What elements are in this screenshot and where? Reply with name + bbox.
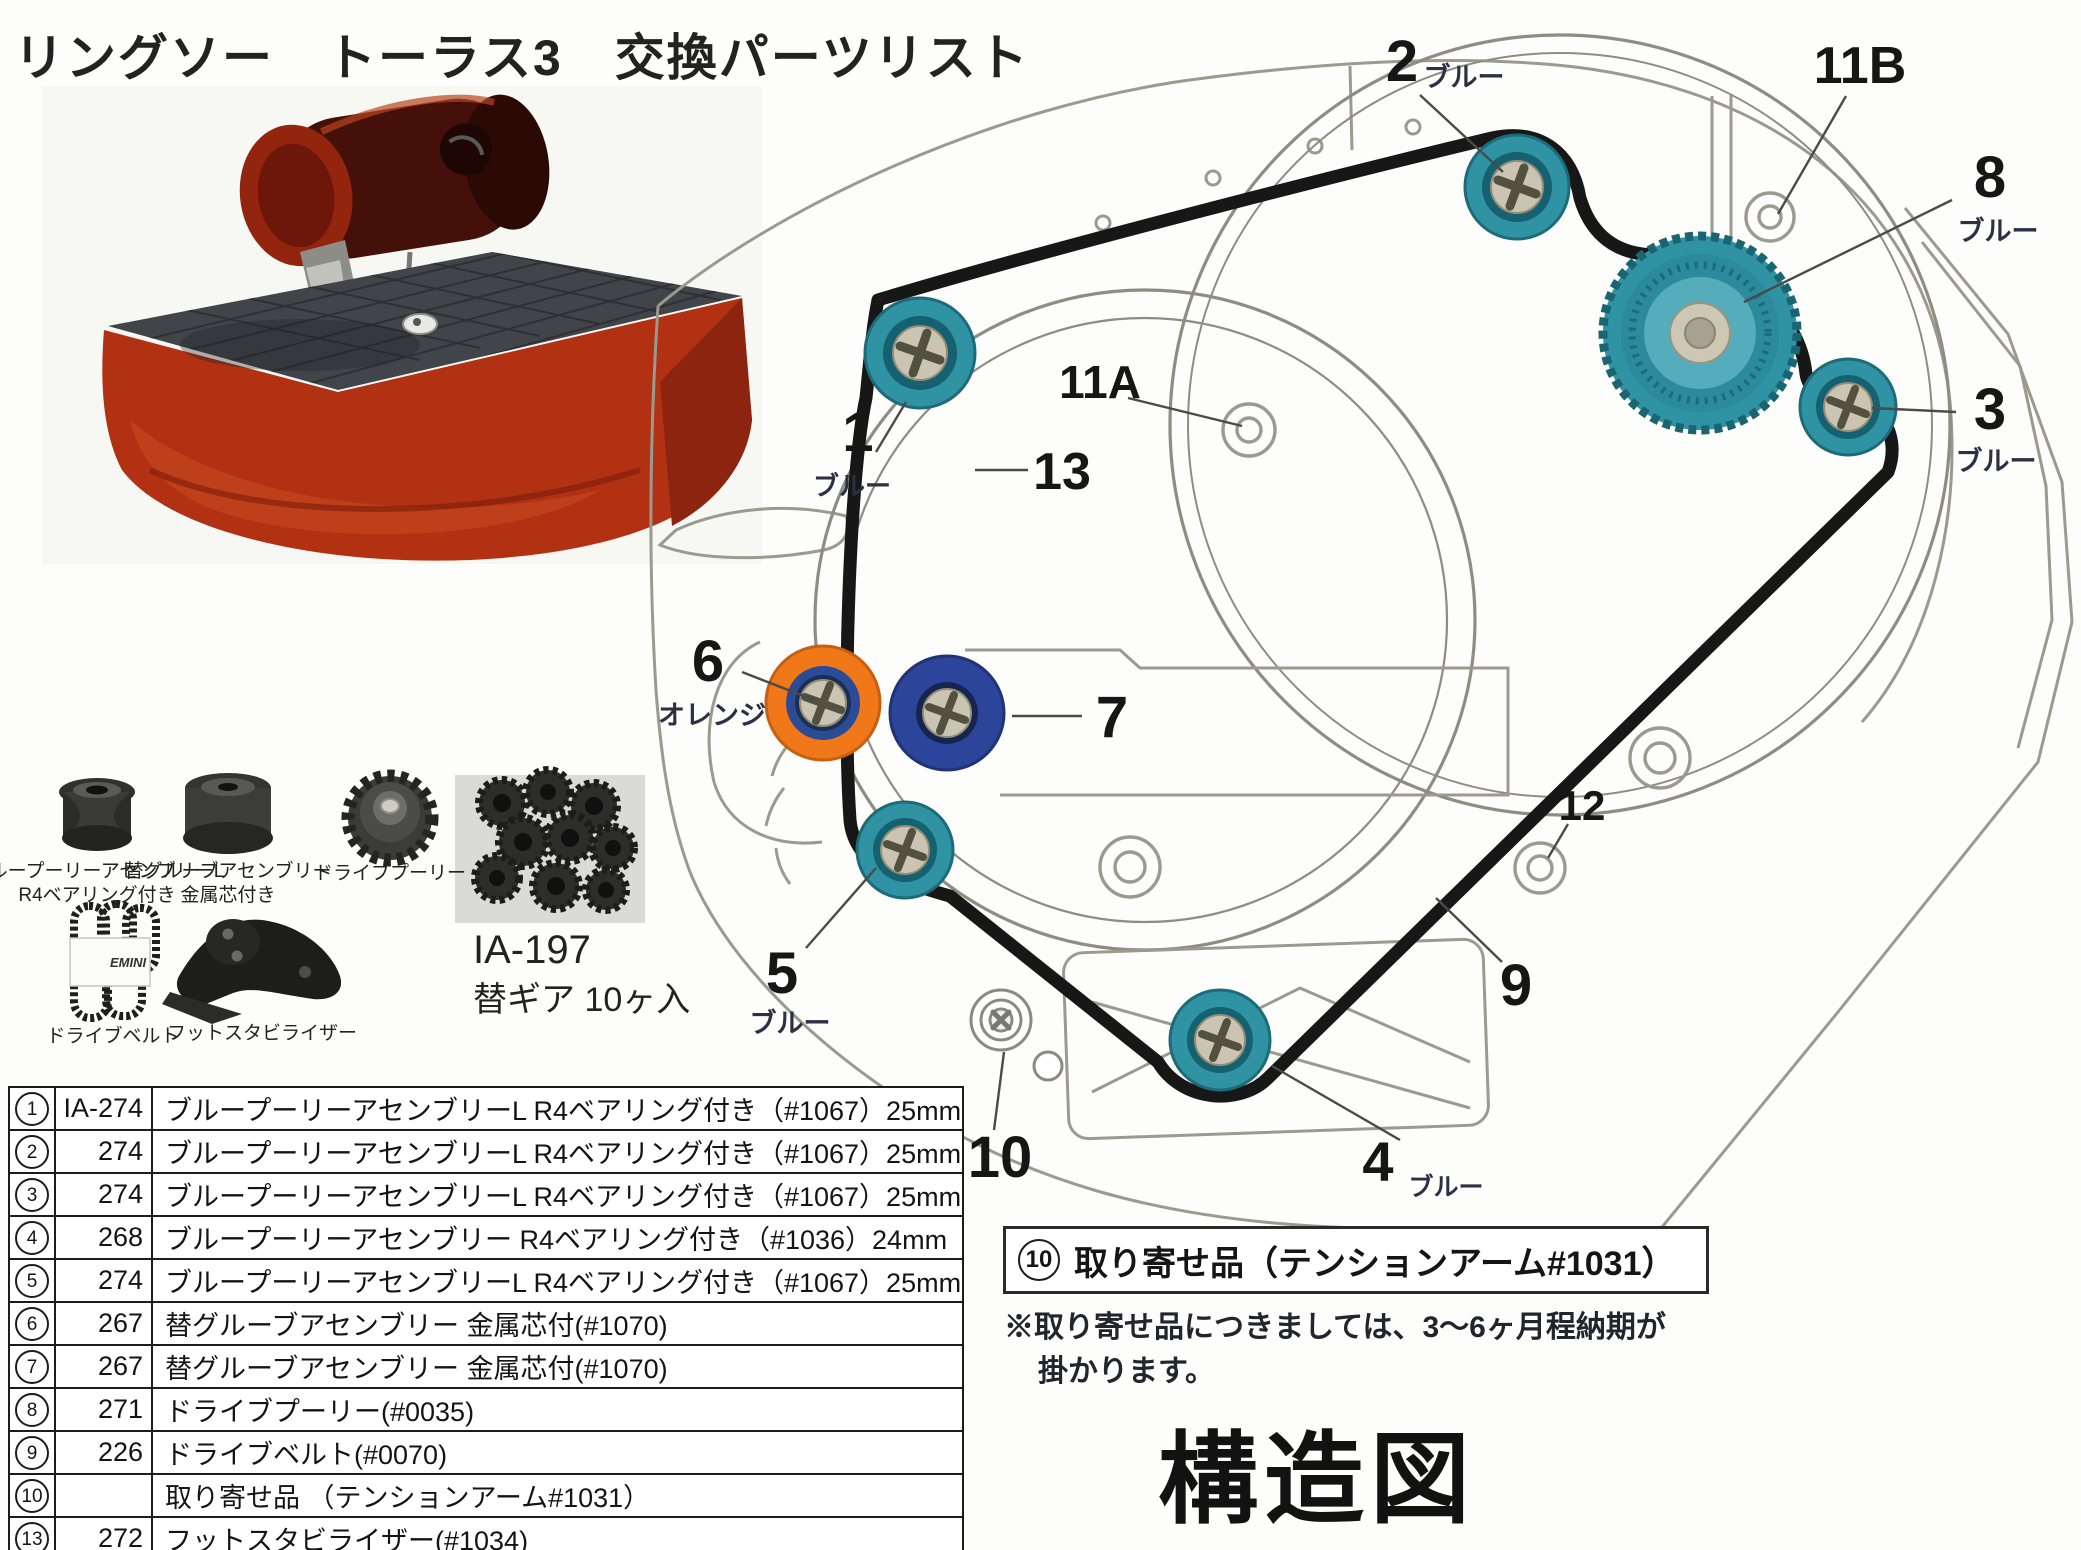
gear-set-code: IA-197 [473,928,591,972]
page-title: リングソー トーラス3 交換パーツリスト [14,30,1030,86]
machine-photo [42,86,762,564]
callout-9: 9 [1499,953,1533,1018]
pulley-3-blue [1798,357,1898,457]
thumb-blue-pulley-photo [59,778,135,851]
diagram-title: 構造図 [1158,1424,1476,1536]
thumb-groove-assembly-photo [183,773,273,854]
callout-10: 10 [967,1125,1033,1190]
caption-drive-pulley: ドライブプーリー [313,863,467,884]
pulley-4-blue [1168,988,1272,1092]
callout-1-color: ブルー [812,471,892,501]
gear-set-desc: 替ギア 10ヶ入 [473,981,691,1019]
callout-11A: 11A [1059,356,1141,408]
caption-drive-belt: ドライブベルト [46,1026,180,1047]
callout-5: 5 [765,941,799,1006]
backorder-item-number: 10 [1018,1239,1060,1281]
callout-11B: 11B [1813,37,1907,95]
callout-5-color: ブルー [749,1008,831,1039]
thumb-gear-set-photo [455,766,645,923]
caption-foot-stabilizer: フットスタビライザー [166,1023,358,1044]
tension-arm-pulley [969,988,1064,1082]
caption-groove-assembly: 替グルーブアセンブリー金属芯付き [124,861,332,906]
thumb-foot-stabilizer-photo [162,919,342,1024]
callout-4-color: ブルー [1408,1173,1484,1202]
callout-7: 7 [1095,685,1129,750]
pulley-1-blue [863,296,977,410]
thumb-drive-pulley-photo [341,769,439,867]
callout-3-color: ブルー [1955,446,2037,477]
callout-leader-lines [741,94,1957,1142]
pulley-6-orange [764,644,882,762]
backorder-note-box: 10 取り寄せ品（テンションアーム#1031） [1003,1226,1709,1294]
callout-8: 8 [1973,145,2007,210]
callout-6: 6 [691,629,725,694]
callout-3: 3 [1973,377,2007,442]
ring-blade-rim [813,33,1952,952]
backorder-note-text: 取り寄せ品（テンションアーム#1031） [1074,1244,1676,1283]
callout-8-color: ブルー [1957,216,2039,247]
pulley-5-blue [855,800,955,900]
belt-brand-logo: EMINI [110,955,147,970]
callout-2: 2 [1385,29,1419,94]
bracket-details [707,191,1796,1141]
callout-12: 12 [1558,782,1606,829]
callout-4: 4 [1362,1130,1394,1193]
backorder-footnote: ※取り寄せ品につきましては、3～6ヶ月程納期が 掛かります。 [1004,1311,1666,1388]
pulley-7-navy [888,654,1006,772]
callout-1: 1 [842,400,874,463]
callout-13: 13 [1033,443,1091,501]
callout-2-color: ブルー [1423,62,1505,93]
pulley-8-drive-gear [1598,231,1802,435]
callout-6-color: オレンジ [658,700,766,731]
